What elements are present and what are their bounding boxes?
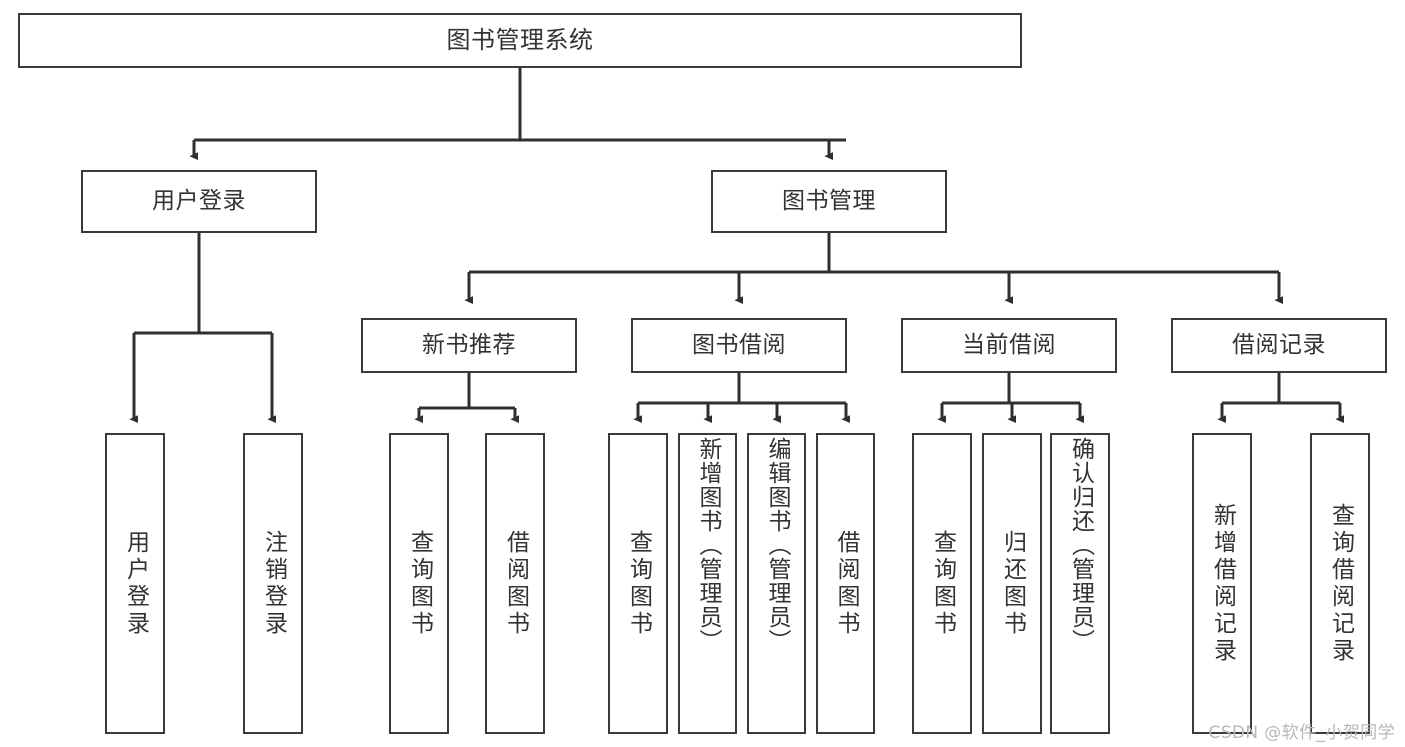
node-leaf-user-login-logout[interactable]: 注销登录 <box>243 433 303 734</box>
node-leaf-borrow-record-add[interactable]: 新增借阅记录 <box>1192 433 1252 734</box>
node-label: 编辑图书（管理员） <box>764 437 790 653</box>
node-label: 用户登录 <box>152 187 246 214</box>
node-label: 当前借阅 <box>962 331 1056 358</box>
node-leaf-user-login-login[interactable]: 用户登录 <box>105 433 165 734</box>
node-leaf-book-borrow-add[interactable]: 新增图书（管理员） <box>678 433 737 734</box>
node-label: 归还图书 <box>999 529 1026 638</box>
node-label: 确认归还（管理员） <box>1067 437 1094 653</box>
node-user-login[interactable]: 用户登录 <box>81 170 317 233</box>
node-label: 借阅图书 <box>502 529 529 638</box>
node-label: 新书推荐 <box>422 331 516 358</box>
node-borrow-record[interactable]: 借阅记录 <box>1171 318 1387 373</box>
node-new-book-recommend[interactable]: 新书推荐 <box>361 318 577 373</box>
node-label: 新增借阅记录 <box>1209 502 1236 665</box>
node-label: 新增图书（管理员） <box>695 437 721 653</box>
node-label: 借阅图书 <box>833 529 859 638</box>
node-leaf-book-borrow-query[interactable]: 查询图书 <box>608 433 668 734</box>
node-label: 查询图书 <box>406 529 433 638</box>
node-leaf-new-book-query[interactable]: 查询图书 <box>389 433 449 734</box>
node-leaf-current-borrow-confirm-return[interactable]: 确认归还（管理员） <box>1050 433 1110 734</box>
node-leaf-current-borrow-query[interactable]: 查询图书 <box>912 433 972 734</box>
node-leaf-current-borrow-return[interactable]: 归还图书 <box>982 433 1042 734</box>
node-leaf-new-book-borrow[interactable]: 借阅图书 <box>485 433 545 734</box>
node-book-borrow[interactable]: 图书借阅 <box>631 318 847 373</box>
node-label: 查询借阅记录 <box>1327 502 1354 665</box>
node-label: 用户登录 <box>122 529 149 638</box>
node-label: 图书借阅 <box>692 331 786 358</box>
node-leaf-book-borrow-borrow[interactable]: 借阅图书 <box>816 433 875 734</box>
node-current-borrow[interactable]: 当前借阅 <box>901 318 1117 373</box>
node-book-management[interactable]: 图书管理 <box>711 170 947 233</box>
node-root-book-management-system[interactable]: 图书管理系统 <box>18 13 1022 68</box>
node-label: 查询图书 <box>625 529 652 638</box>
node-label: 图书管理 <box>782 187 876 214</box>
watermark-text: CSDN @软件_小贺同学 <box>1208 723 1395 743</box>
node-label: 查询图书 <box>929 529 956 638</box>
node-label: 借阅记录 <box>1232 331 1326 358</box>
node-leaf-borrow-record-query[interactable]: 查询借阅记录 <box>1310 433 1370 734</box>
node-label: 图书管理系统 <box>446 26 594 55</box>
node-leaf-book-borrow-edit[interactable]: 编辑图书（管理员） <box>747 433 806 734</box>
node-label: 注销登录 <box>260 529 287 638</box>
